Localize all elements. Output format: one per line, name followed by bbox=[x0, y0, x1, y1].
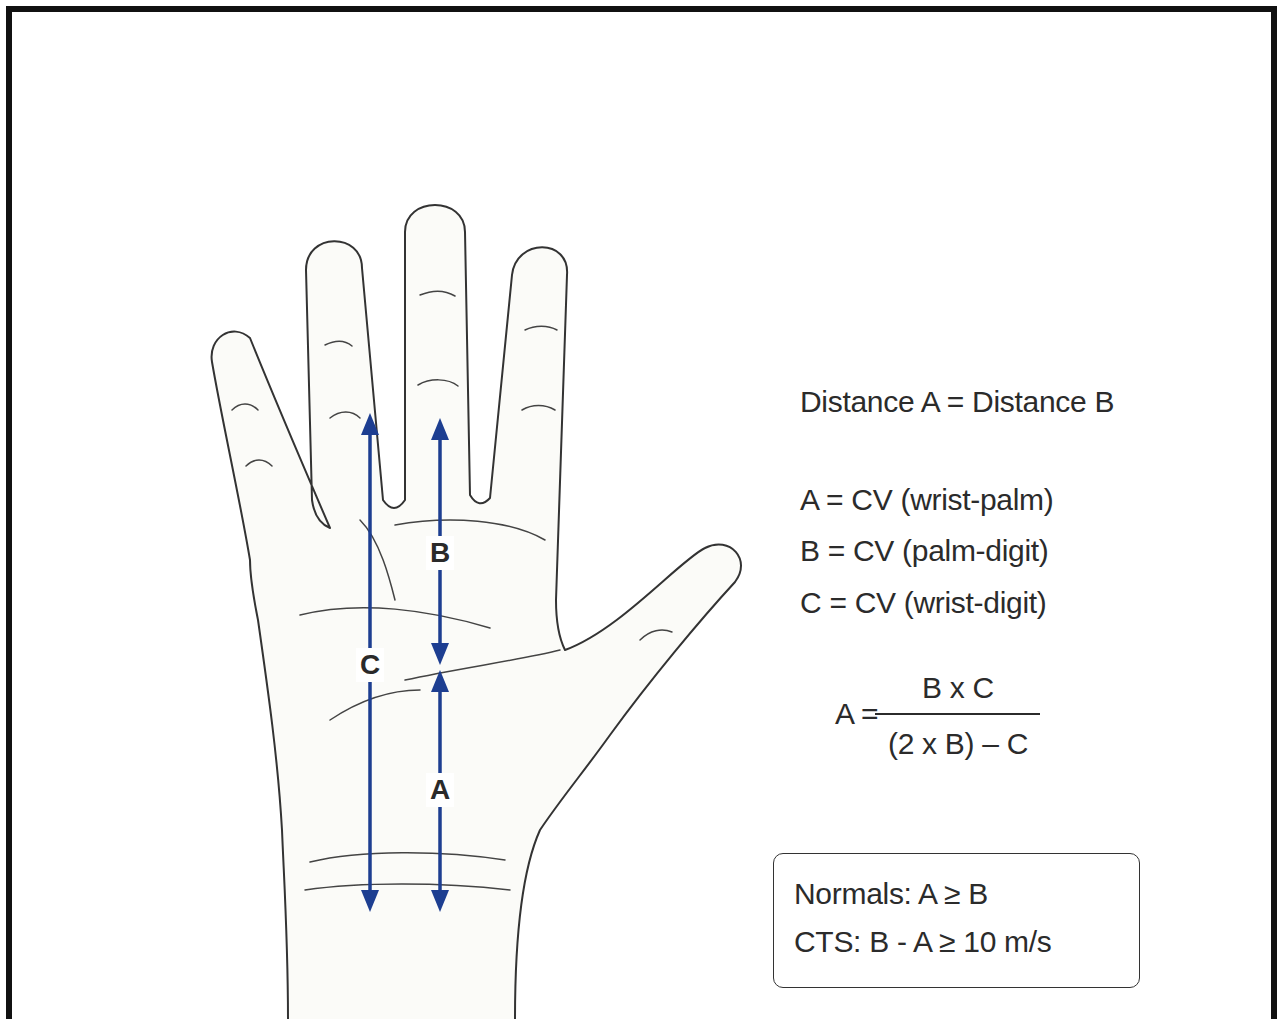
formula-text: A = bbox=[835, 697, 878, 732]
skin-creases bbox=[232, 291, 672, 890]
arrow-label: C bbox=[356, 648, 384, 682]
arrow-head bbox=[431, 643, 449, 665]
note-text: Distance A = Distance B bbox=[800, 385, 1114, 420]
arrow-head bbox=[361, 413, 379, 435]
definition-text: C = CV (wrist-digit) bbox=[800, 586, 1047, 621]
formula-denominator: (2 x B) – C bbox=[888, 727, 1028, 762]
definition-text: B = CV (palm-digit) bbox=[800, 534, 1049, 569]
definition-text: A = CV (wrist-palm) bbox=[800, 483, 1054, 518]
arrow-label: B bbox=[426, 536, 454, 570]
formula-numerator: B x C bbox=[922, 671, 994, 706]
criteria-text: CTS: B - A ≥ 10 m/s bbox=[794, 918, 1119, 966]
arrow-head bbox=[361, 890, 379, 912]
criteria-text: Normals: A ≥ B bbox=[794, 870, 1119, 918]
hand-outline bbox=[212, 205, 741, 1019]
outer-frame bbox=[9, 9, 1274, 1019]
arrow-head bbox=[431, 890, 449, 912]
criteria-box: Normals: A ≥ BCTS: B - A ≥ 10 m/s bbox=[773, 853, 1140, 988]
arrow-label: A bbox=[426, 773, 454, 807]
arrow-head bbox=[431, 418, 449, 440]
fraction-bar bbox=[875, 713, 1040, 715]
arrow-head bbox=[431, 670, 449, 692]
